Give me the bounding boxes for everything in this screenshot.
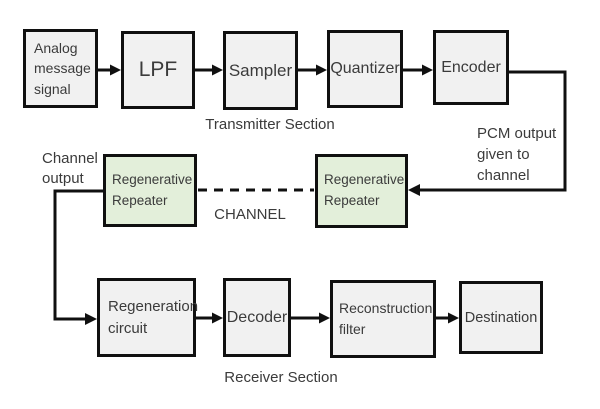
block-analog-message-signal: Analog message signal xyxy=(23,29,98,108)
block-lpf: LPF xyxy=(121,31,195,109)
block-quantizer: Quantizer xyxy=(327,30,403,108)
wire-encoder-to-repeater xyxy=(420,70,567,192)
arrowhead-regeneration-to-decoder xyxy=(212,312,223,324)
arrowhead-reconstruction-to-destination xyxy=(448,312,459,324)
arrowhead-lpf-to-sampler xyxy=(212,64,223,76)
block-label: Reconstruction filter xyxy=(339,300,433,337)
block-regenerative-repeater-left: Regenerative Repeater xyxy=(103,154,197,227)
arrowhead-decoder-to-reconstruction xyxy=(319,312,330,324)
block-regenerative-repeater-right: Regenerative Repeater xyxy=(315,154,408,228)
block-label: Decoder xyxy=(226,308,288,326)
block-label: Sampler xyxy=(228,60,293,80)
block-decoder: Decoder xyxy=(223,278,291,357)
arrowhead-analog-to-lpf xyxy=(110,64,121,76)
block-encoder: Encoder xyxy=(433,30,509,105)
block-destination: Destination xyxy=(459,281,543,354)
block-label: Encoder xyxy=(441,58,501,76)
block-label: Analog message signal xyxy=(34,40,91,97)
arrowhead-encoder-to-repeater xyxy=(408,184,420,196)
arrowhead-sampler-to-quantizer xyxy=(316,64,327,76)
pcm-output-label: PCM output given to channel xyxy=(477,125,557,184)
channel-label: CHANNEL xyxy=(214,206,286,223)
block-label: Regenerative Repeater xyxy=(112,171,193,208)
block-label: LPF xyxy=(138,58,178,81)
block-label: Regeneration circuit xyxy=(108,297,199,337)
block-sampler: Sampler xyxy=(223,31,298,110)
receiver-section-label: Receiver Section xyxy=(224,369,338,386)
block-regeneration-circuit: Regeneration circuit xyxy=(97,278,199,357)
block-label: Destination xyxy=(464,309,538,326)
arrowhead-quantizer-to-encoder xyxy=(422,64,433,76)
block-reconstruction-filter: Reconstruction filter xyxy=(330,280,436,358)
channel-output-label: Channel output xyxy=(42,150,98,187)
arrowhead-repeater-to-regeneration xyxy=(85,313,97,325)
transmitter-section-label: Transmitter Section xyxy=(205,116,335,133)
wire-repeater-to-regeneration xyxy=(53,189,104,321)
block-label: Quantizer xyxy=(330,60,400,77)
block-label: Regenerative Repeater xyxy=(324,172,405,208)
